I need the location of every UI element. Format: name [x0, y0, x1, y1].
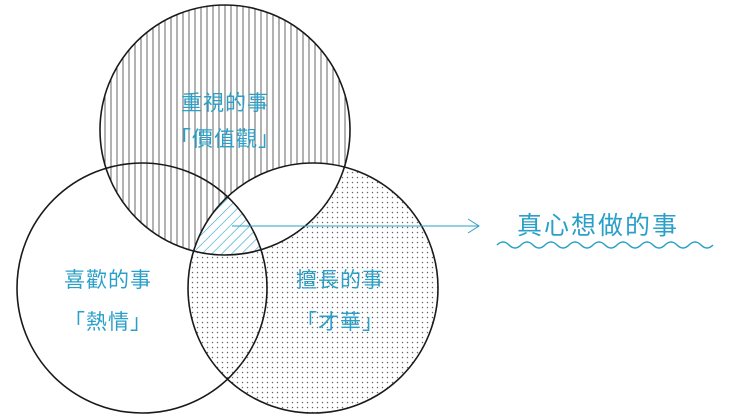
callout-label: 真心想做的事	[517, 211, 679, 240]
callout-arrowhead	[467, 218, 480, 234]
passion-subtitle: 「熱情」	[64, 310, 152, 334]
talent-subtitle: 「才華」	[296, 310, 384, 334]
passion-title: 喜歡的事	[64, 268, 152, 292]
talent-title: 擅長的事	[296, 268, 384, 292]
values-subtitle: 「價值觀」	[170, 127, 280, 151]
values-circle	[99, 4, 351, 256]
values-title: 重視的事	[181, 91, 269, 115]
passion-circle	[16, 162, 268, 414]
talent-circle	[187, 162, 439, 414]
callout-wavy-underline	[496, 241, 714, 249]
